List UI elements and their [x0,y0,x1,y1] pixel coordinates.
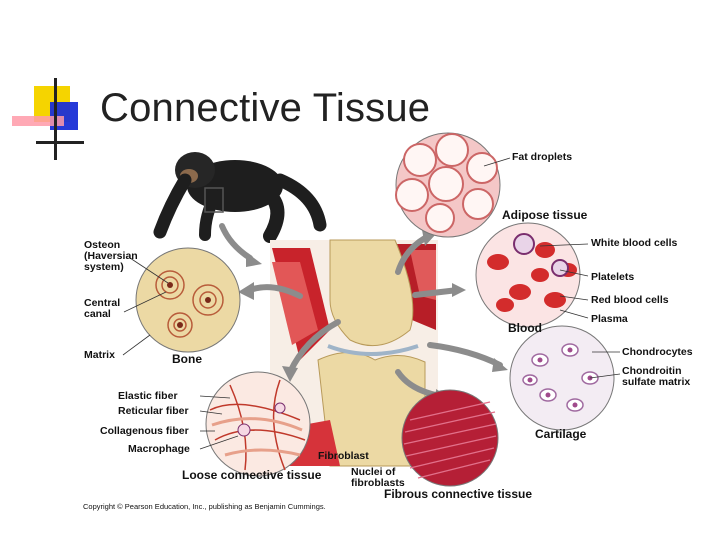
label-haversian: (Haversian [84,250,138,262]
chimpanzee-illustration [153,152,327,243]
title-logo-icon [12,78,84,160]
blood-circle [475,222,581,328]
adipose-tissue-circle [395,132,501,238]
arrow-to-cartilage [427,342,503,368]
label-canal: canal [84,308,111,320]
leader-lines [122,157,621,450]
label-chondroitin: Chondroitin [622,365,682,377]
label-red-blood-cells: Red blood cells [591,294,669,306]
cartilage-circle [509,325,615,431]
loose-connective-tissue-circle [205,371,311,477]
bone-circle [135,247,241,353]
label-fibrous-connective-tissue: Fibrous connective tissue [384,487,533,501]
label-fibroblast: Fibroblast [318,450,369,462]
label-sulfate-matrix: sulfate matrix [622,376,691,388]
label-white-blood-cells: White blood cells [591,237,678,249]
arrow-to-adipose [395,235,428,275]
label-fibroblasts: fibroblasts [351,477,405,489]
arrow-to-loose [287,319,341,375]
label-platelets: Platelets [591,271,635,283]
label-bone: Bone [172,352,202,366]
fibrous-connective-tissue-circle [401,389,499,487]
label-nuclei-of: Nuclei of [351,466,396,478]
label-central: Central [84,297,121,309]
label-chondrocytes: Chondrocytes [622,346,693,358]
label-fat-droplets: Fat droplets [512,151,573,163]
slide-title: Connective Tissue [100,86,431,130]
label-blood: Blood [508,321,542,335]
label-osteon: Osteon [84,239,121,251]
label-macrophage: Macrophage [128,443,190,455]
label-loose-connective-tissue: Loose connective tissue [182,468,322,482]
copyright-notice: Copyright © Pearson Education, Inc., pub… [83,502,326,511]
arrow-to-joint [219,223,253,261]
label-adipose-tissue: Adipose tissue [502,208,588,222]
label-matrix: Matrix [84,349,115,361]
label-cartilage: Cartilage [535,427,587,441]
label-elastic-fiber: Elastic fiber [118,390,178,402]
label-reticular-fiber: Reticular fiber [118,405,189,417]
label-collagenous-fiber: Collagenous fiber [100,425,189,437]
label-plasma: Plasma [591,313,628,325]
label-system: system) [84,261,124,273]
